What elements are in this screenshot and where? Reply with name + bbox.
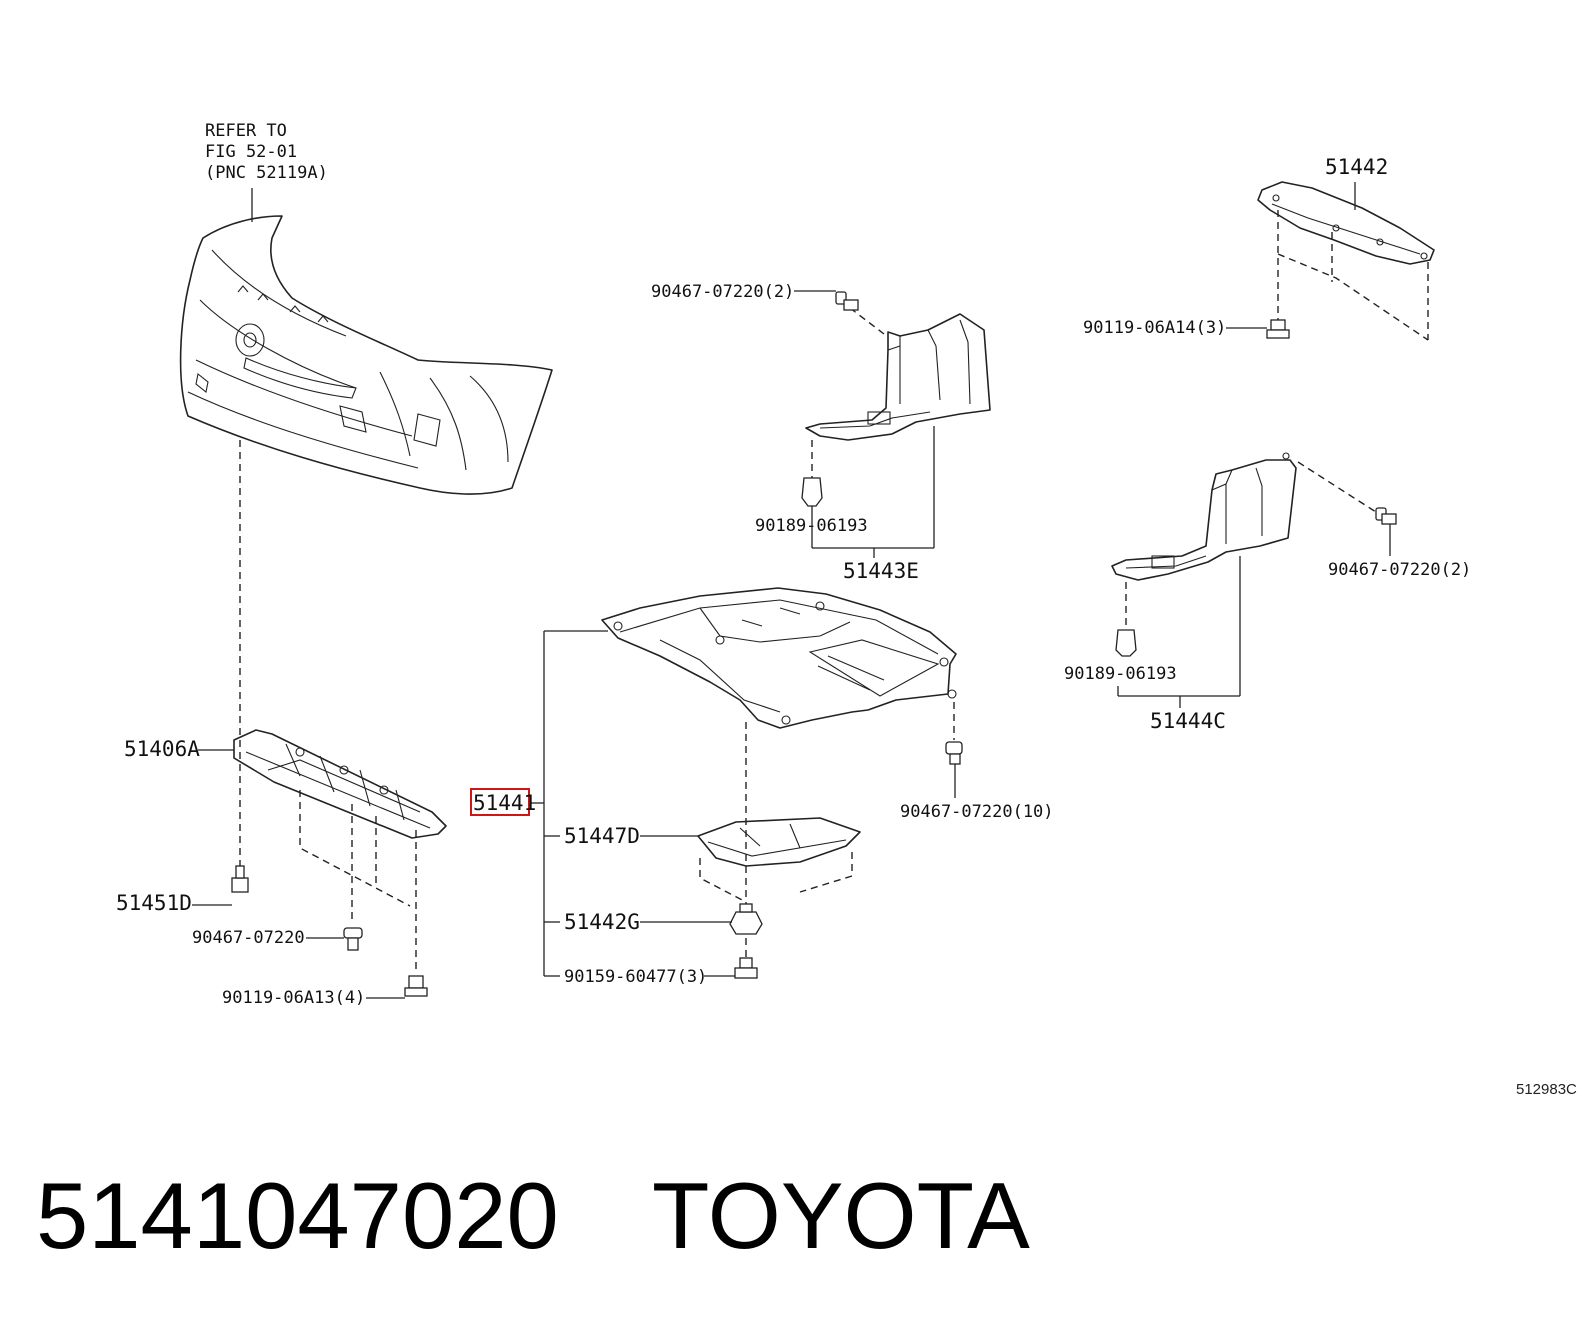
refer-note-line2: FIG 52-01 bbox=[205, 142, 297, 162]
clip-90467-left bbox=[343, 927, 363, 951]
bracket-51444C bbox=[1117, 556, 1241, 708]
front-bumper-drawing bbox=[179, 215, 553, 495]
label-51406A[interactable]: 51406A bbox=[124, 737, 200, 761]
label-90119-06A14[interactable]: 90119-06A14(3) bbox=[1083, 318, 1226, 338]
bolt-90119-06A13 bbox=[404, 975, 428, 997]
cover-51406A-drawing bbox=[233, 729, 447, 839]
cover-51441-drawing bbox=[601, 587, 957, 729]
bolt-90119-06A14 bbox=[1266, 319, 1290, 339]
footer-part-number: 5141047020 bbox=[36, 1163, 559, 1268]
label-51447D[interactable]: 51447D bbox=[564, 824, 640, 848]
label-51441[interactable]: 51441 bbox=[473, 791, 536, 815]
bracket-51443E-drawing bbox=[805, 313, 991, 441]
label-90467-upper[interactable]: 90467-07220(2) bbox=[651, 282, 794, 302]
refer-note-line3: (PNC 52119A) bbox=[205, 163, 328, 183]
clip-90189-upper bbox=[801, 477, 823, 507]
fastener-51451D bbox=[231, 865, 249, 893]
label-51442[interactable]: 51442 bbox=[1325, 155, 1388, 179]
label-90189-right[interactable]: 90189-06193 bbox=[1064, 664, 1177, 684]
label-90467-10[interactable]: 90467-07220(10) bbox=[900, 802, 1054, 822]
refer-note-line1: REFER TO bbox=[205, 121, 287, 141]
refer-note: REFER TO FIG 52-01 (PNC 52119A) bbox=[205, 121, 328, 222]
bracket-51441 bbox=[528, 630, 608, 977]
clip-90467-10 bbox=[945, 741, 963, 765]
clip-90467-upper bbox=[835, 291, 859, 311]
bracket-51443E bbox=[811, 426, 935, 558]
bracket-51444C-drawing bbox=[1111, 452, 1297, 581]
label-90119-06A13[interactable]: 90119-06A13(4) bbox=[222, 988, 365, 1008]
bolt-90159-60477 bbox=[734, 957, 758, 979]
illustration-code: 512983C bbox=[1516, 1081, 1577, 1098]
clip-90467-right bbox=[1375, 507, 1397, 525]
clip-90189-right bbox=[1115, 629, 1137, 657]
label-51443E[interactable]: 51443E bbox=[843, 559, 919, 583]
label-51442G[interactable]: 51442G bbox=[564, 910, 640, 934]
label-90189-upper[interactable]: 90189-06193 bbox=[755, 516, 868, 536]
clip-51442G bbox=[729, 903, 763, 935]
footer-brand: TOYOTA bbox=[652, 1163, 1030, 1268]
cover-51447D-drawing bbox=[697, 817, 861, 867]
cover-51442-drawing bbox=[1257, 181, 1435, 265]
label-51451D[interactable]: 51451D bbox=[116, 891, 192, 915]
label-90159-60477[interactable]: 90159-60477(3) bbox=[564, 967, 707, 987]
label-90467-right[interactable]: 90467-07220(2) bbox=[1328, 560, 1471, 580]
label-90467-left[interactable]: 90467-07220 bbox=[192, 928, 305, 948]
label-51444C[interactable]: 51444C bbox=[1150, 709, 1226, 733]
highlight-51441 bbox=[470, 788, 530, 816]
